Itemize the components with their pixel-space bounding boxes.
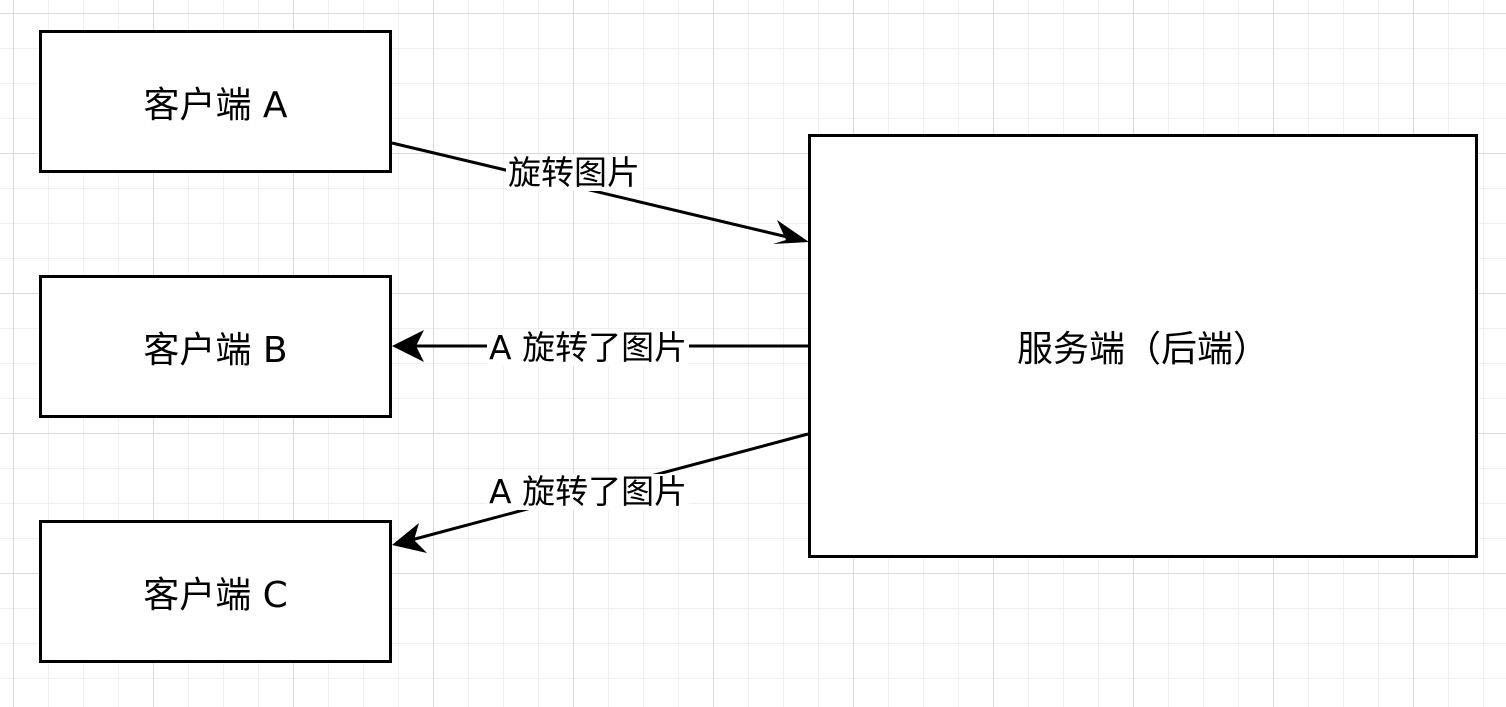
client-a-label: 客户端 A	[143, 84, 288, 126]
client-b-label: 客户端 B	[143, 329, 288, 371]
edge-client-a-to-server	[391, 141, 801, 242]
edge-label-server-to-c: A 旋转了图片	[487, 472, 690, 511]
server-node[interactable]: 服务端（后端）	[808, 134, 1478, 558]
client-c-node[interactable]: 客户端 C	[39, 520, 392, 663]
arrowhead-to-client-c	[392, 523, 427, 553]
client-a-node[interactable]: 客户端 A	[39, 30, 392, 173]
edge-label-server-to-b: A 旋转了图片	[487, 328, 690, 367]
arrowhead-to-server	[773, 220, 809, 244]
server-label: 服务端（后端）	[1016, 329, 1269, 370]
client-b-node[interactable]: 客户端 B	[39, 275, 392, 418]
client-c-label: 客户端 C	[143, 574, 288, 616]
edge-label-a-to-server: 旋转图片	[506, 153, 642, 192]
arrowhead-to-client-b	[392, 330, 424, 362]
